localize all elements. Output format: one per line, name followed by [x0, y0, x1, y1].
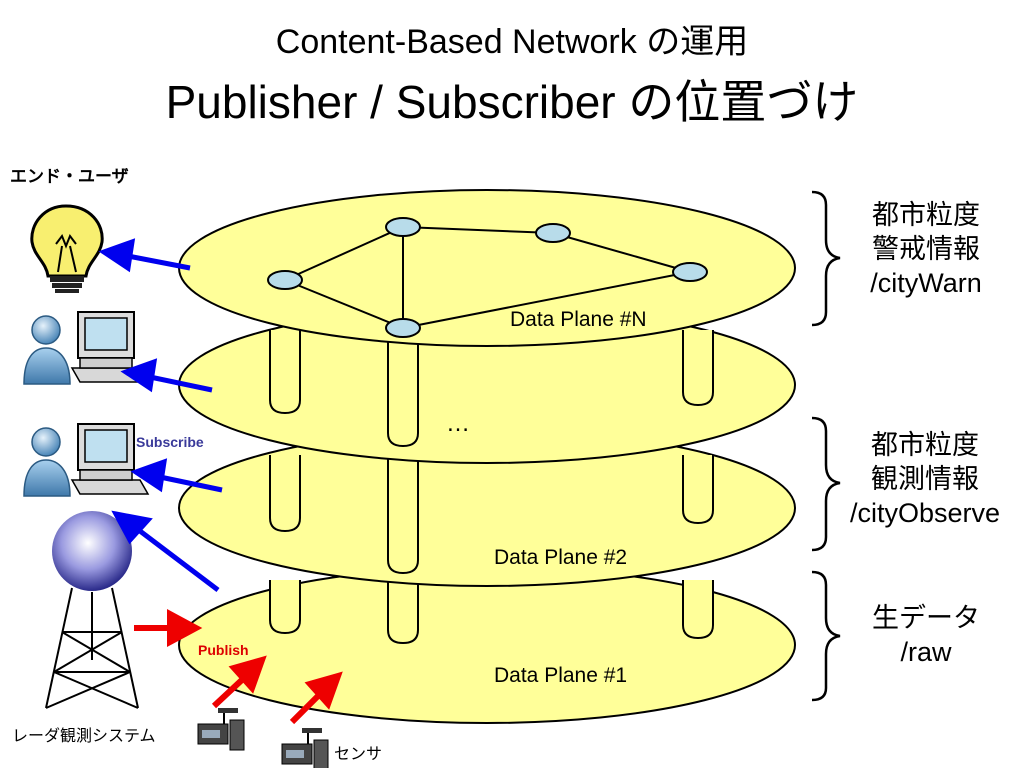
group-observe-topic: /cityObserve: [849, 498, 1001, 528]
group-raw-topic: /raw: [900, 637, 952, 667]
subscribe-arrows: [98, 238, 223, 592]
pillars-upper: [269, 330, 714, 448]
brace-warn: [811, 190, 841, 327]
user-computer-icon: [23, 311, 150, 385]
slide-title-line2: Publisher / Subscriber の位置づけ: [165, 76, 859, 128]
sensor-device-icon: [281, 728, 329, 768]
sensor-device-icon: [197, 708, 245, 751]
group-raw-line1: 生データ: [872, 603, 980, 633]
group-observe: 都市粒度 観測情報 /cityObserve: [826, 428, 1024, 530]
network-node: [385, 318, 421, 338]
publish-arrow: [289, 691, 323, 725]
group-warn-topic: /cityWarn: [870, 268, 982, 298]
plane-label-1: Data Plane #1: [494, 664, 628, 687]
pillars-lower: [269, 580, 714, 645]
radar-tower-icon: [45, 511, 139, 709]
end-user-label: エンド・ユーザ: [10, 167, 129, 186]
group-warn: 都市粒度 警戒情報 /cityWarn: [836, 198, 1016, 300]
network-node: [535, 223, 571, 243]
subscribe-arrow: [134, 526, 220, 592]
subscribe-arrow: [149, 374, 213, 393]
network-links: [284, 226, 691, 329]
data-plane-n: [178, 189, 796, 347]
plane-ellipsis: …: [446, 410, 470, 437]
publish-arrow: [211, 675, 247, 709]
brace-raw: [811, 570, 841, 702]
user-computer-icon: [23, 423, 150, 497]
network-node: [267, 270, 303, 290]
subscribe-label: Subscribe: [136, 434, 204, 450]
group-warn-line1: 都市粒度: [872, 200, 980, 230]
radar-system-label: レーダ観測システム: [12, 728, 156, 745]
brace-observe: [811, 416, 841, 552]
group-raw: 生データ /raw: [836, 601, 1016, 669]
sensor-label: センサ: [334, 746, 383, 763]
network-node: [672, 262, 708, 282]
publish-arrows: [134, 608, 343, 725]
group-observe-line2: 観測情報: [871, 464, 979, 494]
plane-label-2: Data Plane #2: [494, 546, 628, 569]
network-nodes: [267, 217, 708, 338]
slide-title-line1: Content-Based Network の運用: [275, 23, 749, 61]
subscribe-arrow: [127, 253, 191, 271]
group-observe-line1: 都市粒度: [871, 430, 979, 460]
plane-label-n: Data Plane #N: [510, 308, 647, 331]
pillars-middle: [269, 455, 714, 575]
publish-label: Publish: [198, 642, 249, 658]
lightbulb-icon: [30, 204, 104, 293]
braces: [811, 190, 841, 702]
group-warn-line2: 警戒情報: [872, 234, 980, 264]
network-node: [385, 217, 421, 237]
subscribe-arrow: [159, 474, 223, 493]
